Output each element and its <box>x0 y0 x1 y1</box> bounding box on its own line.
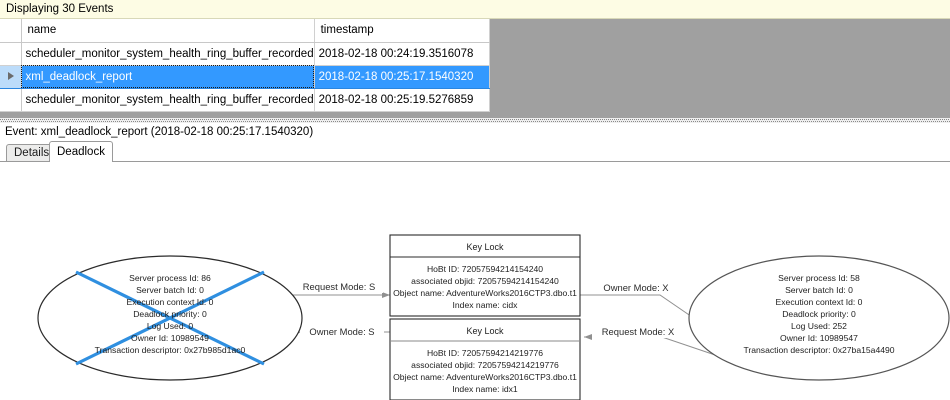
events-banner: Displaying 30 Events <box>0 0 950 19</box>
cell-timestamp[interactable]: 2018-02-18 00:25:17.1540320 <box>314 65 490 89</box>
cell-name[interactable]: xml_deadlock_report <box>21 65 315 89</box>
edge-label-owner-s: Owner Mode: S <box>309 326 374 337</box>
row-selector-header <box>0 19 22 43</box>
key-lock-cidx-line-2: associated objid: 72057594214154240 <box>411 276 559 286</box>
key-lock-cidx-line-1: HoBt ID: 72057594214154240 <box>427 264 543 274</box>
surviving-line-7: Transaction descriptor: 0x27ba15a4490 <box>743 345 894 355</box>
victim-line-1: Server process Id: 86 <box>129 273 211 283</box>
cell-name[interactable]: scheduler_monitor_system_health_ring_buf… <box>21 88 315 112</box>
key-lock-idx1-title: Key Lock <box>466 326 504 336</box>
deadlock-graph-canvas[interactable]: Request Mode: S Owner Mode: S Owner Mode… <box>0 161 950 400</box>
table-row[interactable]: scheduler_monitor_system_health_ring_buf… <box>0 88 490 112</box>
victim-line-6: Owner Id: 10989549 <box>131 333 209 343</box>
event-caption-label: Event: xml_deadlock_report (2018-02-18 0… <box>5 125 314 138</box>
cell-name[interactable]: scheduler_monitor_system_health_ring_buf… <box>21 42 315 66</box>
victim-line-2: Server batch Id: 0 <box>136 285 204 295</box>
key-lock-cidx-line-4: Index name: cidx <box>453 300 519 310</box>
edge-label-request-s: Request Mode: S <box>303 281 375 292</box>
current-row-arrow-icon <box>7 71 14 80</box>
resource-node-key-lock-cidx[interactable]: Key Lock HoBt ID: 72057594214154240 asso… <box>389 234 581 317</box>
deadlock-victim-cross-icon <box>75 270 265 366</box>
row-selector-cell-current[interactable] <box>0 65 22 89</box>
edge-label-owner-x: Owner Mode: X <box>603 282 669 293</box>
surviving-line-1: Server process Id: 58 <box>778 273 860 283</box>
process-node-surviving[interactable]: Server process Id: 58 Server batch Id: 0… <box>688 255 950 381</box>
row-selector-cell[interactable] <box>0 88 22 112</box>
cell-timestamp[interactable]: 2018-02-18 00:24:19.3516078 <box>314 42 490 66</box>
table-row-selected[interactable]: xml_deadlock_report 2018-02-18 00:25:17.… <box>0 65 490 89</box>
resource-node-key-lock-idx1[interactable]: Key Lock HoBt ID: 72057594214219776 asso… <box>389 318 581 400</box>
events-grid-panel: name timestamp scheduler_monitor_system_… <box>0 19 950 119</box>
surviving-line-3: Execution context Id: 0 <box>776 297 863 307</box>
tab-strip: Details Deadlock <box>0 141 950 162</box>
events-banner-label: Displaying 30 Events <box>6 3 114 15</box>
events-grid[interactable]: name timestamp scheduler_monitor_system_… <box>0 19 490 112</box>
horizontal-splitter[interactable] <box>0 118 950 123</box>
events-grid-header-row: name timestamp <box>0 19 490 43</box>
column-header-timestamp[interactable]: timestamp <box>314 19 490 43</box>
tab-deadlock[interactable]: Deadlock <box>49 141 113 162</box>
table-row[interactable]: scheduler_monitor_system_health_ring_buf… <box>0 42 490 66</box>
tab-details[interactable]: Details <box>6 144 58 162</box>
surviving-line-4: Deadlock priority: 0 <box>782 309 856 319</box>
column-header-name[interactable]: name <box>21 19 315 43</box>
surviving-line-5: Log Used: 252 <box>791 321 847 331</box>
edge-request-x: Request Mode: X <box>584 325 725 359</box>
victim-line-3: Execution context Id: 0 <box>127 297 214 307</box>
key-lock-idx1-line-4: Index name: idx1 <box>452 384 518 394</box>
surviving-line-6: Owner Id: 10989547 <box>780 333 858 343</box>
key-lock-idx1-line-1: HoBt ID: 72057594214219776 <box>427 348 543 358</box>
victim-line-7: Transaction descriptor: 0x27b985d1ac0 <box>95 345 246 355</box>
row-selector-cell[interactable] <box>0 42 22 66</box>
key-lock-cidx-title: Key Lock <box>466 242 504 252</box>
cell-timestamp[interactable]: 2018-02-18 00:25:19.5276859 <box>314 88 490 112</box>
victim-line-5: Log Used: 0 <box>147 321 194 331</box>
key-lock-cidx-line-3: Object name: AdventureWorks2016CTP3.dbo.… <box>393 288 577 298</box>
key-lock-idx1-line-2: associated objid: 72057594214219776 <box>411 360 559 370</box>
process-node-victim[interactable]: Server process Id: 86 Server batch Id: 0… <box>37 255 303 381</box>
victim-line-4: Deadlock priority: 0 <box>133 309 207 319</box>
edge-label-request-x: Request Mode: X <box>602 326 675 337</box>
event-caption: Event: xml_deadlock_report (2018-02-18 0… <box>0 123 950 140</box>
surviving-line-2: Server batch Id: 0 <box>785 285 853 295</box>
key-lock-idx1-line-3: Object name: AdventureWorks2016CTP3.dbo.… <box>393 372 577 382</box>
